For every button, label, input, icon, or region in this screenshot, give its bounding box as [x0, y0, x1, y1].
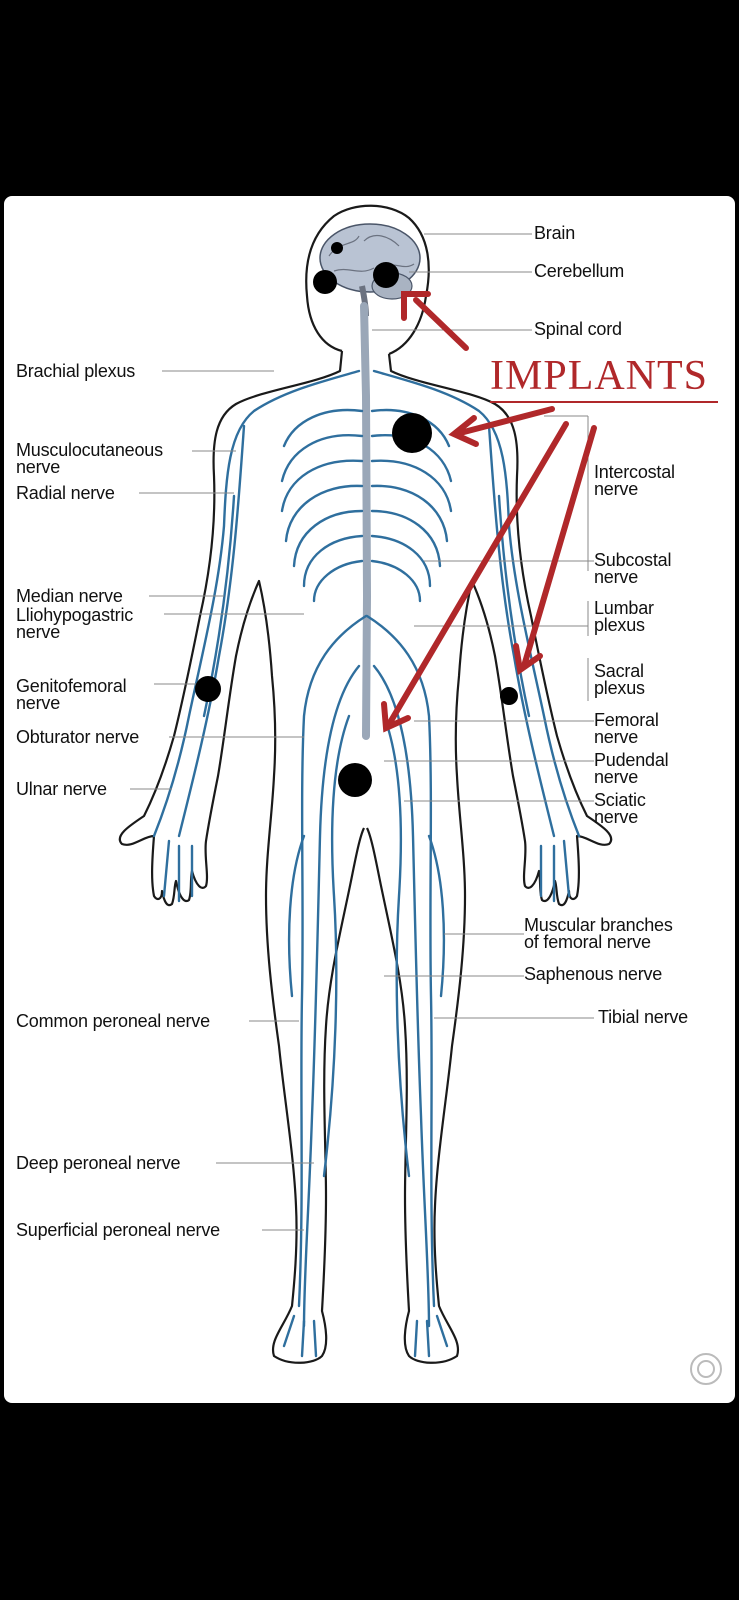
label-brain: Brain: [534, 223, 576, 243]
label-lumbar-plexus: Lumbar plexus: [594, 598, 654, 635]
label-sacral-plexus: Sacral plexus: [594, 661, 645, 698]
label-median-nerve: Median nerve: [16, 586, 123, 606]
label-femoral-nerve: Femoral nerve: [594, 710, 659, 747]
label-genitofemoral-nerve: Genitofemoral nerve: [16, 676, 127, 713]
label-common-peroneal-nerve: Common peroneal nerve: [16, 1011, 210, 1031]
spinal-cord: [360, 302, 372, 740]
implants-title: IMPLANTS: [490, 353, 709, 399]
label-muscular-branches-femoral: Muscular branches of femoral nerve: [524, 915, 673, 952]
circle-home-icon[interactable]: [690, 1353, 722, 1385]
implant-arrows: [381, 291, 597, 733]
label-subcostal-nerve: Subcostal nerve: [594, 550, 672, 587]
diagram-card: Brachial plexus Musculocutaneous nerve R…: [4, 196, 735, 1403]
label-brachial-plexus: Brachial plexus: [16, 361, 136, 381]
label-cerebellum: Cerebellum: [534, 261, 625, 281]
label-sciatic-nerve: Sciatic nerve: [594, 790, 646, 827]
label-ulnar-nerve: Ulnar nerve: [16, 779, 107, 799]
label-spinal-cord: Spinal cord: [534, 319, 622, 339]
body-outline: [118, 204, 613, 1364]
label-saphenous-nerve: Saphenous nerve: [524, 964, 663, 984]
label-musculocutaneous-nerve: Musculocutaneous nerve: [16, 440, 163, 477]
leader-lines: [130, 233, 594, 1231]
label-pudendal-nerve: Pudendal nerve: [594, 750, 669, 787]
label-deep-peroneal-nerve: Deep peroneal nerve: [16, 1153, 181, 1173]
label-tibial-nerve: Tibial nerve: [598, 1007, 688, 1027]
label-iliohypogastric-nerve: Lliohypogastric nerve: [16, 605, 134, 642]
label-radial-nerve: Radial nerve: [16, 483, 115, 503]
label-intercostal-nerve: Intercostal nerve: [594, 462, 675, 499]
label-obturator-nerve: Obturator nerve: [16, 727, 140, 747]
implant-markers: [195, 242, 518, 797]
implants-underline: [490, 401, 718, 403]
nervous-system-figure: [118, 204, 613, 1364]
label-superficial-peroneal-nerve: Superficial peroneal nerve: [16, 1220, 220, 1240]
